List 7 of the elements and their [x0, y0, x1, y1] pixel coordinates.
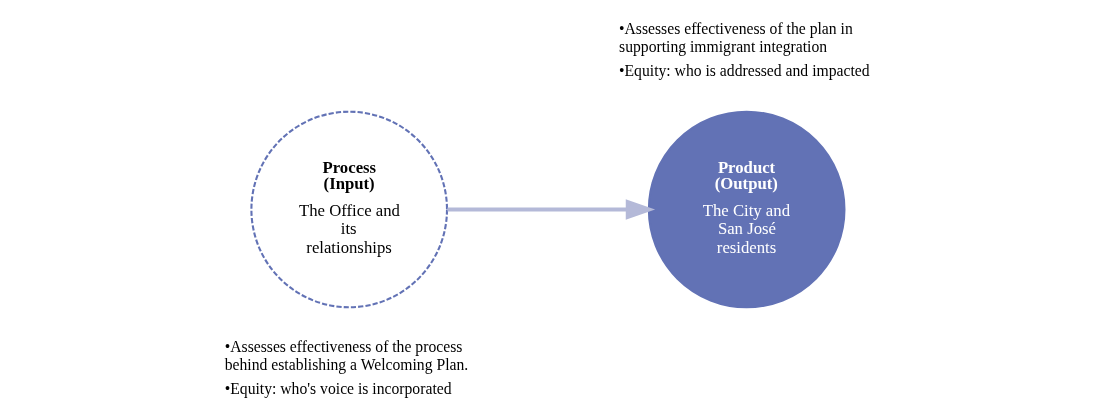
arrow [447, 199, 656, 220]
node-label: •Assesses effectiveness of the process behind establishing a Welcoming Plan. [224, 337, 469, 373]
node-label: •Equity: who is addressed and impacted [619, 61, 870, 79]
node-circle: Process (Input) The Office and its relationships [250, 110, 449, 309]
node-label: •Equity: who's voice is incorporated [224, 379, 452, 397]
node-label: •Assesses effectiveness of the plan in supporting immigrant integration [619, 19, 853, 55]
node-circle: Product (Output) The City and San José residents [647, 110, 846, 309]
